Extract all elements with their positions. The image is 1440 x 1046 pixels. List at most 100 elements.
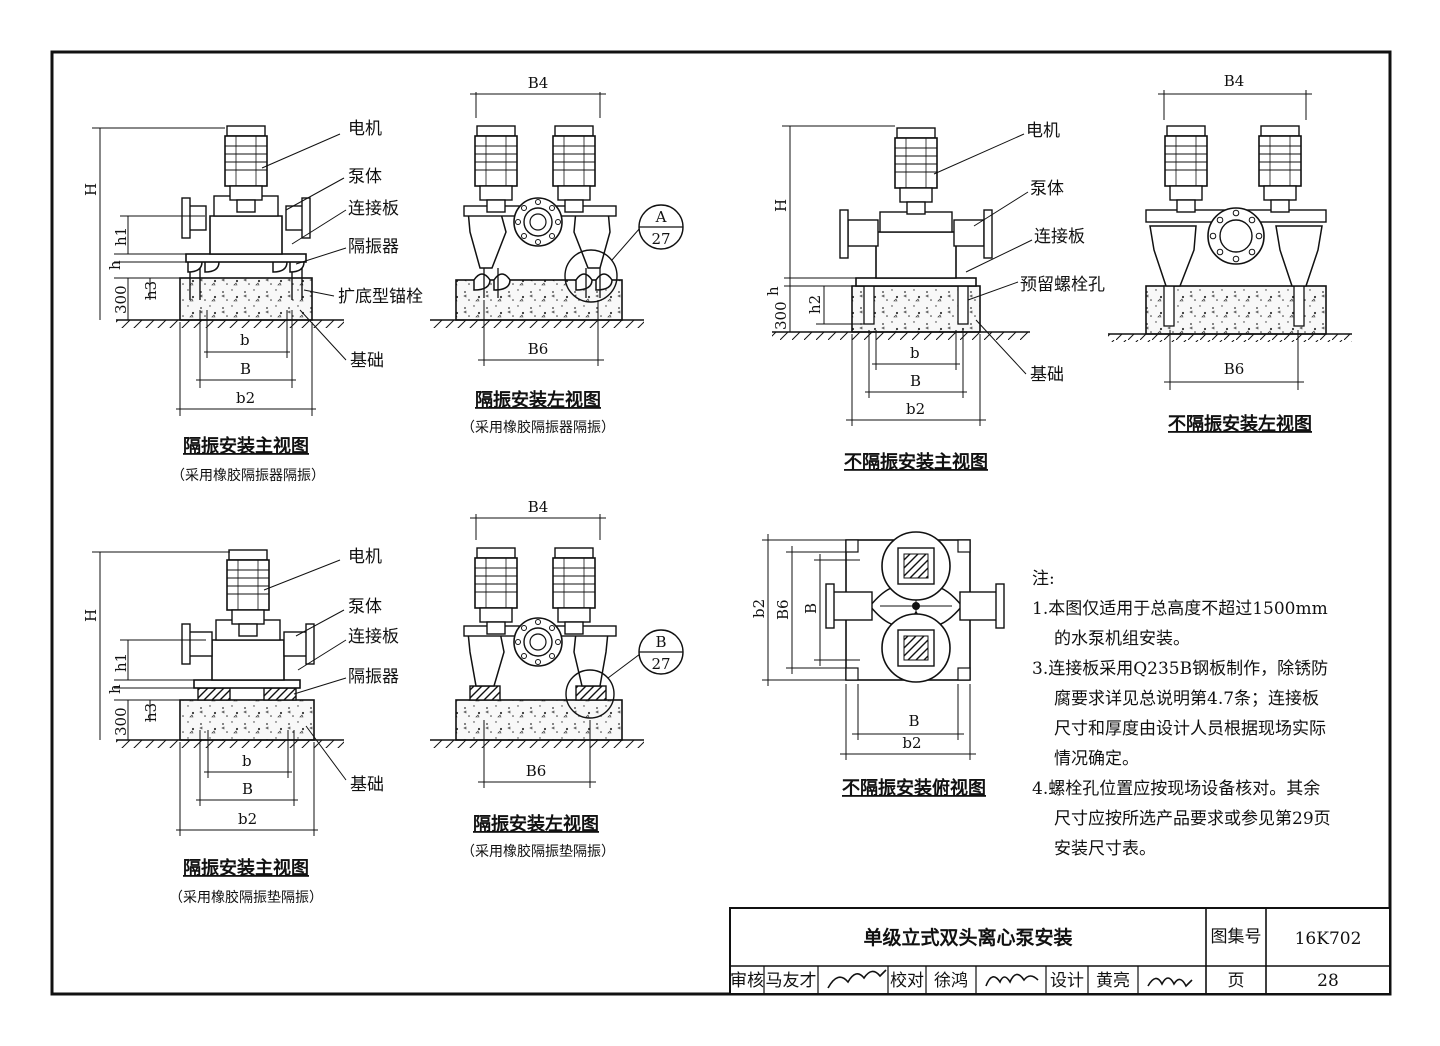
view-4-side-non-isolated: B4 B6 不隔振安装左视图 [1108, 72, 1352, 435]
view-1-title: 隔振安装主视图 [183, 435, 309, 457]
notes: 注: 1.本图仅适用于总高度不超过1500mm 的水泵机组安装。 3.连接板采用… [1032, 569, 1331, 859]
view-7-top-non-isolated: b2 B6 B B b2 不隔振安装俯视图 [750, 531, 1005, 799]
view-1-front-isolated-mount: H h1 h h3 300 b B b2 电机 泵体 连接板 隔振器 扩底型锚栓… [82, 119, 423, 484]
dim-300: 300 [772, 301, 790, 330]
foundation-block [179, 699, 315, 741]
dim-B4: B4 [528, 74, 549, 92]
atlas-label: 图集号 [1211, 927, 1262, 947]
dim-h3: h3 [142, 703, 160, 722]
dim-B-side: B [802, 603, 820, 614]
dim-h: h [764, 286, 782, 296]
view-4-title: 不隔振安装左视图 [1168, 413, 1312, 435]
dim-b2-bottom: b2 [902, 734, 921, 752]
pump-body [875, 231, 957, 279]
note-line: 腐要求详见总说明第4.7条；连接板 [1054, 689, 1319, 709]
check-name: 徐鸿 [934, 971, 968, 991]
view-2-subtitle: （采用橡胶隔振器隔振） [461, 419, 615, 436]
view-1-subtitle: （采用橡胶隔振器隔振） [171, 467, 325, 484]
view-2-title: 隔振安装左视图 [475, 389, 601, 411]
label-foundation: 基础 [350, 351, 384, 371]
label-motor: 电机 [348, 119, 382, 139]
note-line: 1.本图仅适用于总高度不超过1500mm [1032, 599, 1328, 619]
foundation-block [455, 699, 623, 741]
label-reserved-bolt-hole: 预留螺栓孔 [1020, 275, 1105, 295]
dim-b2: b2 [906, 400, 925, 418]
ground-hatch [116, 320, 344, 328]
view-3-title: 不隔振安装主视图 [844, 451, 988, 473]
callout-a-letter: A [655, 208, 667, 226]
connecting-plate [185, 253, 307, 263]
label-anchor-bolt: 扩底型锚栓 [338, 287, 423, 307]
label-foundation: 基础 [350, 775, 384, 795]
dim-b2: b2 [236, 389, 255, 407]
dim-300: 300 [112, 285, 130, 314]
dim-B6: B6 [1224, 360, 1245, 378]
dim-B: B [240, 360, 251, 378]
note-line: 4.螺栓孔位置应按现场设备核对。其余 [1032, 779, 1320, 799]
rubber-pad [263, 687, 297, 701]
dim-B6: B6 [774, 599, 792, 620]
dim-H: H [82, 609, 100, 622]
callout-b-letter: B [655, 633, 666, 651]
note-line: 尺寸应按所选产品要求或参见第29页 [1054, 809, 1331, 829]
label-pump-body: 泵体 [348, 167, 382, 187]
dim-h1: h1 [112, 227, 130, 246]
design-signature [1147, 977, 1193, 988]
dim-H: H [772, 199, 790, 212]
callout-b-page: 27 [651, 655, 670, 673]
view-2-side-isolated-mount: A 27 B4 B6 隔振安装左视图 （采用橡胶隔振器隔振） [430, 74, 684, 436]
dim-h: h [106, 684, 124, 694]
detail-circle-a [564, 249, 618, 303]
notes-heading: 注: [1032, 569, 1055, 589]
dim-B: B [910, 372, 921, 390]
dim-b: b [910, 344, 920, 362]
connecting-plate [193, 679, 301, 689]
dim-B4: B4 [528, 498, 549, 516]
page-number: 28 [1317, 971, 1339, 991]
dim-h2: h2 [806, 295, 824, 314]
dim-b2: b2 [238, 810, 257, 828]
view-5-title: 隔振安装主视图 [183, 857, 309, 879]
view-6-title: 隔振安装左视图 [473, 813, 599, 835]
dim-B6: B6 [528, 340, 549, 358]
page-label: 页 [1228, 971, 1245, 991]
check-signature [985, 973, 1039, 987]
label-isolator: 隔振器 [348, 667, 399, 687]
callout-a-page: 27 [651, 230, 670, 248]
dim-B: B [908, 712, 919, 730]
design-name: 黄亮 [1096, 971, 1130, 991]
dim-B6: B6 [526, 762, 547, 780]
pump-body [211, 639, 285, 681]
label-motor: 电机 [1026, 121, 1060, 141]
detail-circle-b [565, 669, 615, 719]
dim-b2: b2 [750, 599, 768, 618]
drawing-title: 单级立式双头离心泵安装 [863, 926, 1072, 949]
label-pump-body: 泵体 [348, 597, 382, 617]
review-label: 审核 [730, 971, 764, 991]
label-connecting-plate: 连接板 [348, 199, 399, 219]
label-connecting-plate: 连接板 [348, 627, 399, 647]
dim-B4: B4 [1224, 72, 1245, 90]
reserved-bolt-hole [863, 285, 875, 325]
label-connecting-plate: 连接板 [1034, 227, 1085, 247]
view-6-subtitle: （采用橡胶隔振垫隔振） [461, 843, 615, 860]
design-label: 设计 [1050, 971, 1084, 991]
note-line: 尺寸和厚度由设计人员根据现场实际 [1054, 719, 1326, 739]
reserved-bolt-hole [957, 285, 969, 325]
label-isolator: 隔振器 [348, 237, 399, 257]
note-line: 情况确定。 [1054, 749, 1139, 769]
dim-300: 300 [112, 707, 130, 736]
dim-b: b [240, 331, 250, 349]
note-line: 3.连接板采用Q235B钢板制作，除锈防 [1032, 659, 1328, 679]
dim-h1: h1 [112, 653, 130, 672]
view-3-front-non-isolated: H h h2 300 b B b2 电机 泵体 连接板 预留螺栓孔 基础 不隔振… [764, 121, 1105, 473]
dim-h3: h3 [142, 281, 160, 300]
sheet-border [50, 50, 1392, 996]
atlas-number: 16K702 [1295, 929, 1362, 949]
label-pump-body: 泵体 [1030, 179, 1064, 199]
view-6-side-isolated-pad: B 27 B4 B6 隔振安装左视图 （采用橡胶隔振垫隔振） [430, 498, 684, 860]
rubber-pad [469, 685, 501, 701]
view-5-subtitle: （采用橡胶隔振垫隔振） [169, 889, 323, 906]
dim-b: b [242, 752, 252, 770]
